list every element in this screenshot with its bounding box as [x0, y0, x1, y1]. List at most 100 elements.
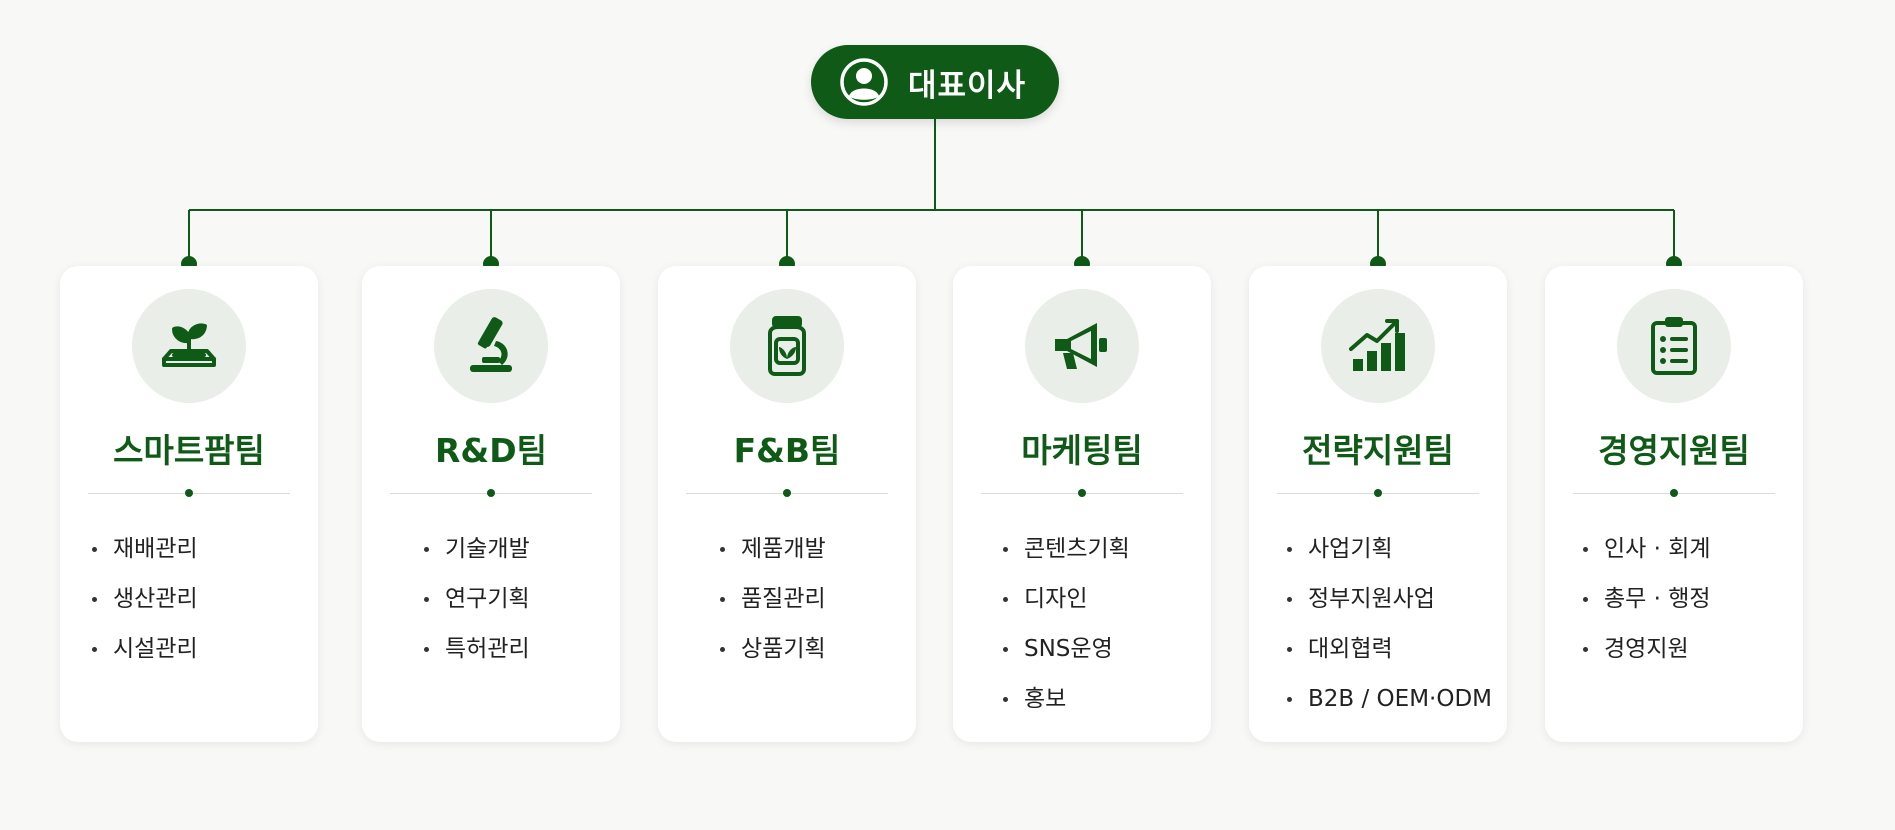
megaphone-icon — [1055, 323, 1107, 369]
bullet-icon — [424, 646, 429, 652]
duty-label: 생산관리 — [113, 586, 198, 612]
divider-dot — [1670, 489, 1678, 497]
duty-label: B2B / OEM·ODM — [1308, 686, 1493, 712]
divider-dot — [185, 489, 193, 497]
team-title: 전략지원팀 — [1302, 431, 1454, 470]
bullet-icon — [720, 546, 725, 552]
duty-item: 총무 · 행정 — [1583, 574, 1711, 624]
duty-item: 재배관리 — [92, 524, 198, 574]
team-icon-badge — [1617, 289, 1731, 403]
duty-label: 디자인 — [1024, 586, 1088, 612]
duty-item: 인사 · 회계 — [1583, 524, 1711, 574]
duty-item: SNS운영 — [1003, 624, 1130, 674]
divider-dot — [487, 489, 495, 497]
duty-label: 경영지원 — [1604, 636, 1689, 662]
duty-item: 상품기획 — [720, 624, 826, 674]
duty-label: 시설관리 — [113, 636, 198, 662]
team-icon-badge — [132, 289, 246, 403]
duty-item: 시설관리 — [92, 624, 198, 674]
team-title: 마케팅팀 — [1021, 431, 1143, 470]
bullet-icon — [1003, 596, 1008, 602]
bullet-icon — [1003, 696, 1008, 702]
duty-item: 제품개발 — [720, 524, 826, 574]
duty-label: 총무 · 행정 — [1604, 586, 1711, 612]
sprout-icon — [162, 323, 216, 367]
divider-dot — [783, 489, 791, 497]
bullet-icon — [424, 596, 429, 602]
divider-dot — [1078, 489, 1086, 497]
bullet-icon — [424, 546, 429, 552]
duty-label: 인사 · 회계 — [1604, 536, 1711, 562]
divider-dot — [1374, 489, 1382, 497]
bullet-icon — [1287, 546, 1292, 552]
team-title: F&B팀 — [733, 431, 841, 470]
microscope-icon — [470, 317, 512, 372]
bullet-icon — [1287, 696, 1292, 702]
bullet-icon — [1287, 646, 1292, 652]
duty-label: 정부지원사업 — [1308, 586, 1435, 612]
duty-label: 특허관리 — [445, 636, 530, 662]
duty-item: 디자인 — [1003, 574, 1130, 624]
duty-item: 생산관리 — [92, 574, 198, 624]
clipboard-icon — [1651, 317, 1697, 375]
bullet-icon — [1583, 596, 1588, 602]
duty-label: SNS운영 — [1024, 636, 1113, 662]
bullet-icon — [720, 646, 725, 652]
duty-label: 사업기획 — [1308, 536, 1393, 562]
team-title: 스마트팜팀 — [113, 431, 265, 470]
team-title: R&D팀 — [435, 431, 547, 470]
duty-item: 콘텐츠기획 — [1003, 524, 1130, 574]
duty-label: 홍보 — [1024, 686, 1067, 712]
bullet-icon — [92, 546, 97, 552]
duty-label: 재배관리 — [113, 536, 198, 562]
duty-label: 콘텐츠기획 — [1024, 536, 1130, 562]
duty-label: 상품기획 — [741, 636, 826, 662]
ceo-title: 대표이사 — [908, 67, 1027, 104]
duty-item: 품질관리 — [720, 574, 826, 624]
ceo-node: 대표이사 — [811, 45, 1059, 119]
duty-item: 홍보 — [1003, 674, 1130, 724]
bullet-icon — [1003, 646, 1008, 652]
duty-label: 연구기획 — [445, 586, 530, 612]
bullet-icon — [1583, 546, 1588, 552]
duty-item: 사업기획 — [1287, 524, 1492, 574]
duty-item: 기술개발 — [424, 524, 530, 574]
duty-label: 대외협력 — [1308, 636, 1393, 662]
bullet-icon — [92, 596, 97, 602]
team-title: 경영지원팀 — [1598, 431, 1750, 470]
bullet-icon — [1583, 646, 1588, 652]
duty-label: 제품개발 — [741, 536, 826, 562]
duty-item: 대외협력 — [1287, 624, 1492, 674]
user-icon — [840, 58, 888, 106]
growth-chart-icon — [1349, 319, 1405, 371]
team-icon-badge — [434, 289, 548, 403]
duty-label: 기술개발 — [445, 536, 530, 562]
bullet-icon — [1287, 596, 1292, 602]
duty-item: 정부지원사업 — [1287, 574, 1492, 624]
duty-label: 품질관리 — [741, 586, 826, 612]
team-icon-badge — [1321, 289, 1435, 403]
duty-item: 경영지원 — [1583, 624, 1711, 674]
bullet-icon — [92, 646, 97, 652]
bullet-icon — [1003, 546, 1008, 552]
team-icon-badge — [1025, 289, 1139, 403]
jar-leaf-icon — [768, 316, 806, 376]
duty-item: 연구기획 — [424, 574, 530, 624]
bullet-icon — [720, 596, 725, 602]
team-icon-badge — [730, 289, 844, 403]
duty-item: 특허관리 — [424, 624, 530, 674]
duty-item: B2B / OEM·ODM — [1287, 674, 1492, 724]
